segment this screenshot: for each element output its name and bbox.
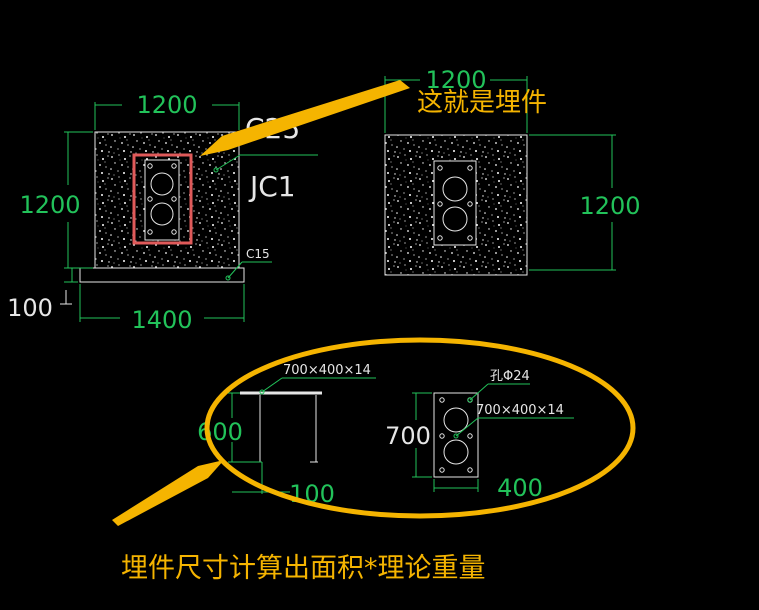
front-plate-label: 700×400×14 xyxy=(476,403,564,418)
left-side-dimension xyxy=(64,131,93,283)
right-foundation-detail: 1200 1200 xyxy=(384,66,641,276)
foundation-label: JC1 xyxy=(248,170,296,203)
hole-label: 孔Φ24 xyxy=(490,369,530,384)
right-side-dim-text: 1200 xyxy=(579,192,640,220)
cushion-grade-label: C15 xyxy=(246,247,270,261)
left-side-dim-text: 1200 xyxy=(19,191,80,219)
left-top-dim-text: 1200 xyxy=(136,91,197,119)
left-foundation-detail: 1200 1200 100 1400 xyxy=(7,91,318,334)
left-bottom-dim-text: 1400 xyxy=(131,306,192,334)
embed-part-side-view: 700×400×14 600 100 xyxy=(197,363,376,508)
calc-note-text: 埋件尺寸计算出面积*理论重量 xyxy=(121,553,486,584)
right-embed-plate xyxy=(433,160,477,246)
embed-callout-text: 这就是埋件 xyxy=(417,88,548,118)
label-leaders xyxy=(213,154,318,281)
right-top-dimension xyxy=(384,76,528,133)
side-plate-label: 700×400×14 xyxy=(283,363,371,378)
right-foundation-block xyxy=(384,134,528,276)
right-top-dim-text: 1200 xyxy=(425,66,486,94)
embed-detail-ellipse xyxy=(204,337,636,519)
left-cushion-layer xyxy=(79,267,245,283)
cushion-dimension xyxy=(60,290,72,305)
cushion-dim-text: 100 xyxy=(7,294,53,322)
left-embed-plate xyxy=(144,159,180,241)
left-bottom-dimension xyxy=(79,284,245,322)
right-side-dimension xyxy=(529,134,616,271)
left-top-dimension xyxy=(94,102,240,130)
callout-arrow xyxy=(200,80,410,156)
embed-part-front-view: 孔Φ24 700×400×14 700 400 xyxy=(385,369,574,502)
embed-highlight-box xyxy=(132,153,193,245)
calc-note-arrow xyxy=(112,460,224,526)
side-height-dim-text: 600 xyxy=(197,418,243,446)
front-width-dim-text: 400 xyxy=(497,474,543,502)
front-height-dim-text: 700 xyxy=(385,422,431,450)
